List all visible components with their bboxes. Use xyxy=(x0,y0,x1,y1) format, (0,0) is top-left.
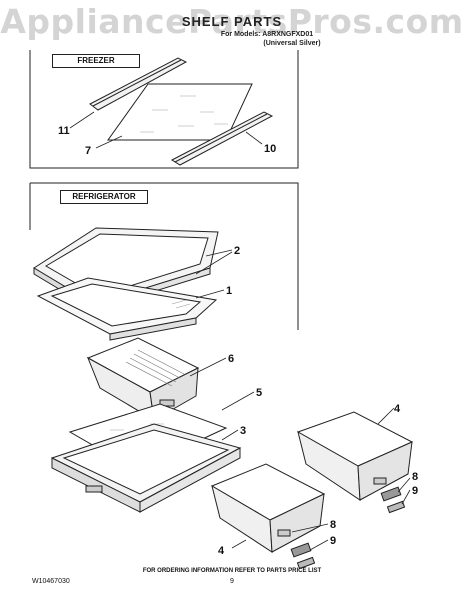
callout-4-left: 4 xyxy=(218,545,225,557)
crisper-glass xyxy=(36,277,218,341)
watermark: AppliancePartsPros.com xyxy=(0,2,464,41)
document-id: W10467030 xyxy=(32,578,70,585)
page-number: 9 xyxy=(230,578,234,585)
refrigerator-section-label: REFRIGERATOR xyxy=(60,190,148,204)
callout-7: 7 xyxy=(85,145,91,157)
variant-line: (Universal Silver) xyxy=(263,40,321,47)
callout-numbers: 11 7 10 2 1 6 5 3 4 8 9 8 9 4 xyxy=(58,125,418,557)
ordering-note: FOR ORDERING INFORMATION REFER TO PARTS … xyxy=(142,568,322,574)
callout-11: 11 xyxy=(58,125,70,137)
callout-10: 10 xyxy=(264,143,276,155)
crisper-drawer-left xyxy=(210,463,326,553)
page-title: SHELF PARTS xyxy=(181,14,283,29)
callout-8-left: 8 xyxy=(330,519,336,531)
callout-1: 1 xyxy=(226,285,232,297)
freezer-frame xyxy=(29,50,299,169)
freezer-glass-shelf xyxy=(107,83,253,141)
callout-4-right: 4 xyxy=(394,403,401,415)
small-drawer xyxy=(86,337,200,421)
freezer-section-label: FREEZER xyxy=(52,54,140,68)
callout-8-right: 8 xyxy=(412,471,418,483)
callout-5: 5 xyxy=(256,387,262,399)
drawer-slide-small-parts xyxy=(290,486,406,570)
freezer-right-trim xyxy=(170,111,274,166)
callout-9-left: 9 xyxy=(330,535,336,547)
callout-3: 3 xyxy=(240,425,246,437)
callout-9-right: 9 xyxy=(412,485,418,497)
leader-lines xyxy=(69,111,411,551)
models-line: For Models: A8RXNGFXD01 xyxy=(220,31,314,38)
callout-6: 6 xyxy=(228,353,234,365)
freezer-left-trim xyxy=(89,57,188,111)
refrigerator-frame xyxy=(29,182,299,330)
shelf-frame xyxy=(50,423,242,513)
crisper-drawer-right xyxy=(296,411,414,501)
callout-2: 2 xyxy=(234,245,240,257)
